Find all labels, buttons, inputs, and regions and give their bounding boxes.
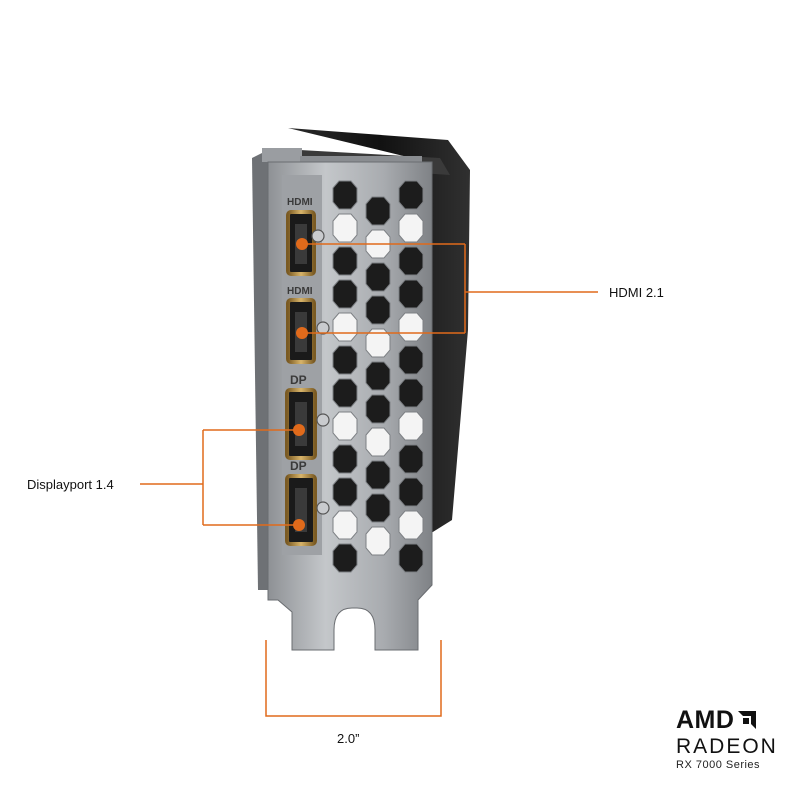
displayport-callout <box>140 429 300 526</box>
brand-amd-text: AMD <box>676 706 735 734</box>
vent-hole <box>332 213 358 243</box>
vent-hole <box>365 328 391 358</box>
vent-hole <box>332 312 358 342</box>
vent-hole <box>332 180 358 210</box>
vent-hole <box>398 312 424 342</box>
screw <box>316 413 330 427</box>
displayport-bottom <box>285 474 317 546</box>
amd-arrow-icon <box>738 711 757 729</box>
vent-hole <box>365 196 391 226</box>
vent-hole <box>365 526 391 556</box>
vent-hole <box>332 279 358 309</box>
port-label-hdmi-top: HDMI <box>287 197 313 208</box>
hdmi-callout <box>302 243 598 334</box>
brand-amd: AMD <box>676 706 786 734</box>
vent-hole <box>365 361 391 391</box>
vent-hole <box>332 345 358 375</box>
port-label-hdmi-bottom: HDMI <box>287 286 313 297</box>
brand-series: RX 7000 Series <box>676 759 761 771</box>
vent-grid <box>332 180 424 573</box>
screw <box>311 229 325 243</box>
vent-hole <box>398 180 424 210</box>
port-label-dp-bottom: DP <box>290 459 307 473</box>
bracket-edge <box>252 150 268 590</box>
displayport-callout-label: Displayport 1.4 <box>27 477 114 492</box>
vent-hole <box>398 378 424 408</box>
vent-hole <box>332 246 358 276</box>
screw <box>316 321 330 335</box>
vent-hole <box>365 427 391 457</box>
width-dimension-line <box>265 640 442 717</box>
vent-hole <box>332 543 358 573</box>
hdmi-top-marker <box>296 238 308 250</box>
vent-hole <box>398 411 424 441</box>
screw <box>316 501 330 515</box>
vent-hole <box>398 213 424 243</box>
vent-hole <box>398 345 424 375</box>
vent-hole <box>332 378 358 408</box>
vent-hole <box>398 246 424 276</box>
dp-bottom-marker <box>293 519 305 531</box>
vent-hole <box>332 477 358 507</box>
brand-radeon: RADEON <box>676 735 778 758</box>
bracket-top-tab <box>262 148 302 162</box>
vent-hole <box>332 411 358 441</box>
bracket-top-lip <box>300 156 422 166</box>
vent-hole <box>365 262 391 292</box>
dp-top-marker <box>293 424 305 436</box>
vent-hole <box>398 279 424 309</box>
vent-hole <box>365 460 391 490</box>
vent-hole <box>398 510 424 540</box>
port-label-dp-top: DP <box>290 373 307 387</box>
displayport-top <box>285 388 317 460</box>
vent-hole <box>365 394 391 424</box>
amd-radeon-logo: AMD RADEON RX 7000 Series <box>676 706 786 772</box>
hdmi-bottom-marker <box>296 327 308 339</box>
vent-hole <box>365 295 391 325</box>
vent-hole <box>365 493 391 523</box>
vent-hole <box>332 444 358 474</box>
vent-hole <box>332 510 358 540</box>
hdmi-callout-label: HDMI 2.1 <box>609 285 664 300</box>
bracket-width-label: 2.0” <box>337 731 360 746</box>
vent-hole <box>398 543 424 573</box>
vent-hole <box>398 444 424 474</box>
vent-hole <box>398 477 424 507</box>
